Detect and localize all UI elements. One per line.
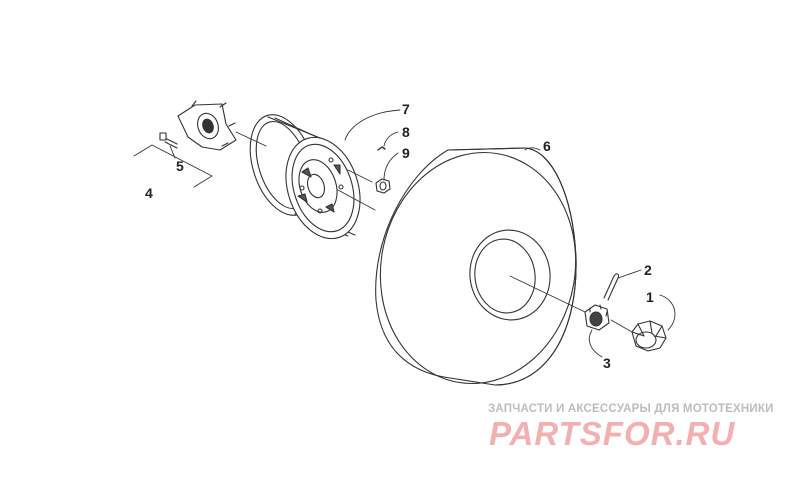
callout-6: 6 [543,138,551,154]
callout-2: 2 [644,262,652,278]
callout-8: 8 [402,124,410,140]
leader-lines [133,109,676,358]
callout-9: 9 [402,145,410,161]
hub-part [159,100,237,151]
watermark-logo: PARTSFOR.RU [489,415,736,452]
callout-5: 5 [176,158,184,174]
hub-cap-part [631,320,667,352]
assembly-axis-lines [337,169,633,333]
castle-nut-part [584,304,610,331]
watermark-tagline: ЗАПЧАСТИ И АКСЕССУАРЫ ДЛЯ МОТОТЕХНИКИ [488,403,774,415]
callout-7: 7 [402,101,410,117]
valve-part [377,146,386,151]
rim-part [249,114,361,240]
tire-part [375,147,577,386]
wheel-nut-part [375,178,391,194]
callout-1: 1 [646,289,654,305]
callout-4: 4 [145,185,153,201]
cotter-pin-part [603,273,620,301]
callout-3: 3 [603,355,611,371]
